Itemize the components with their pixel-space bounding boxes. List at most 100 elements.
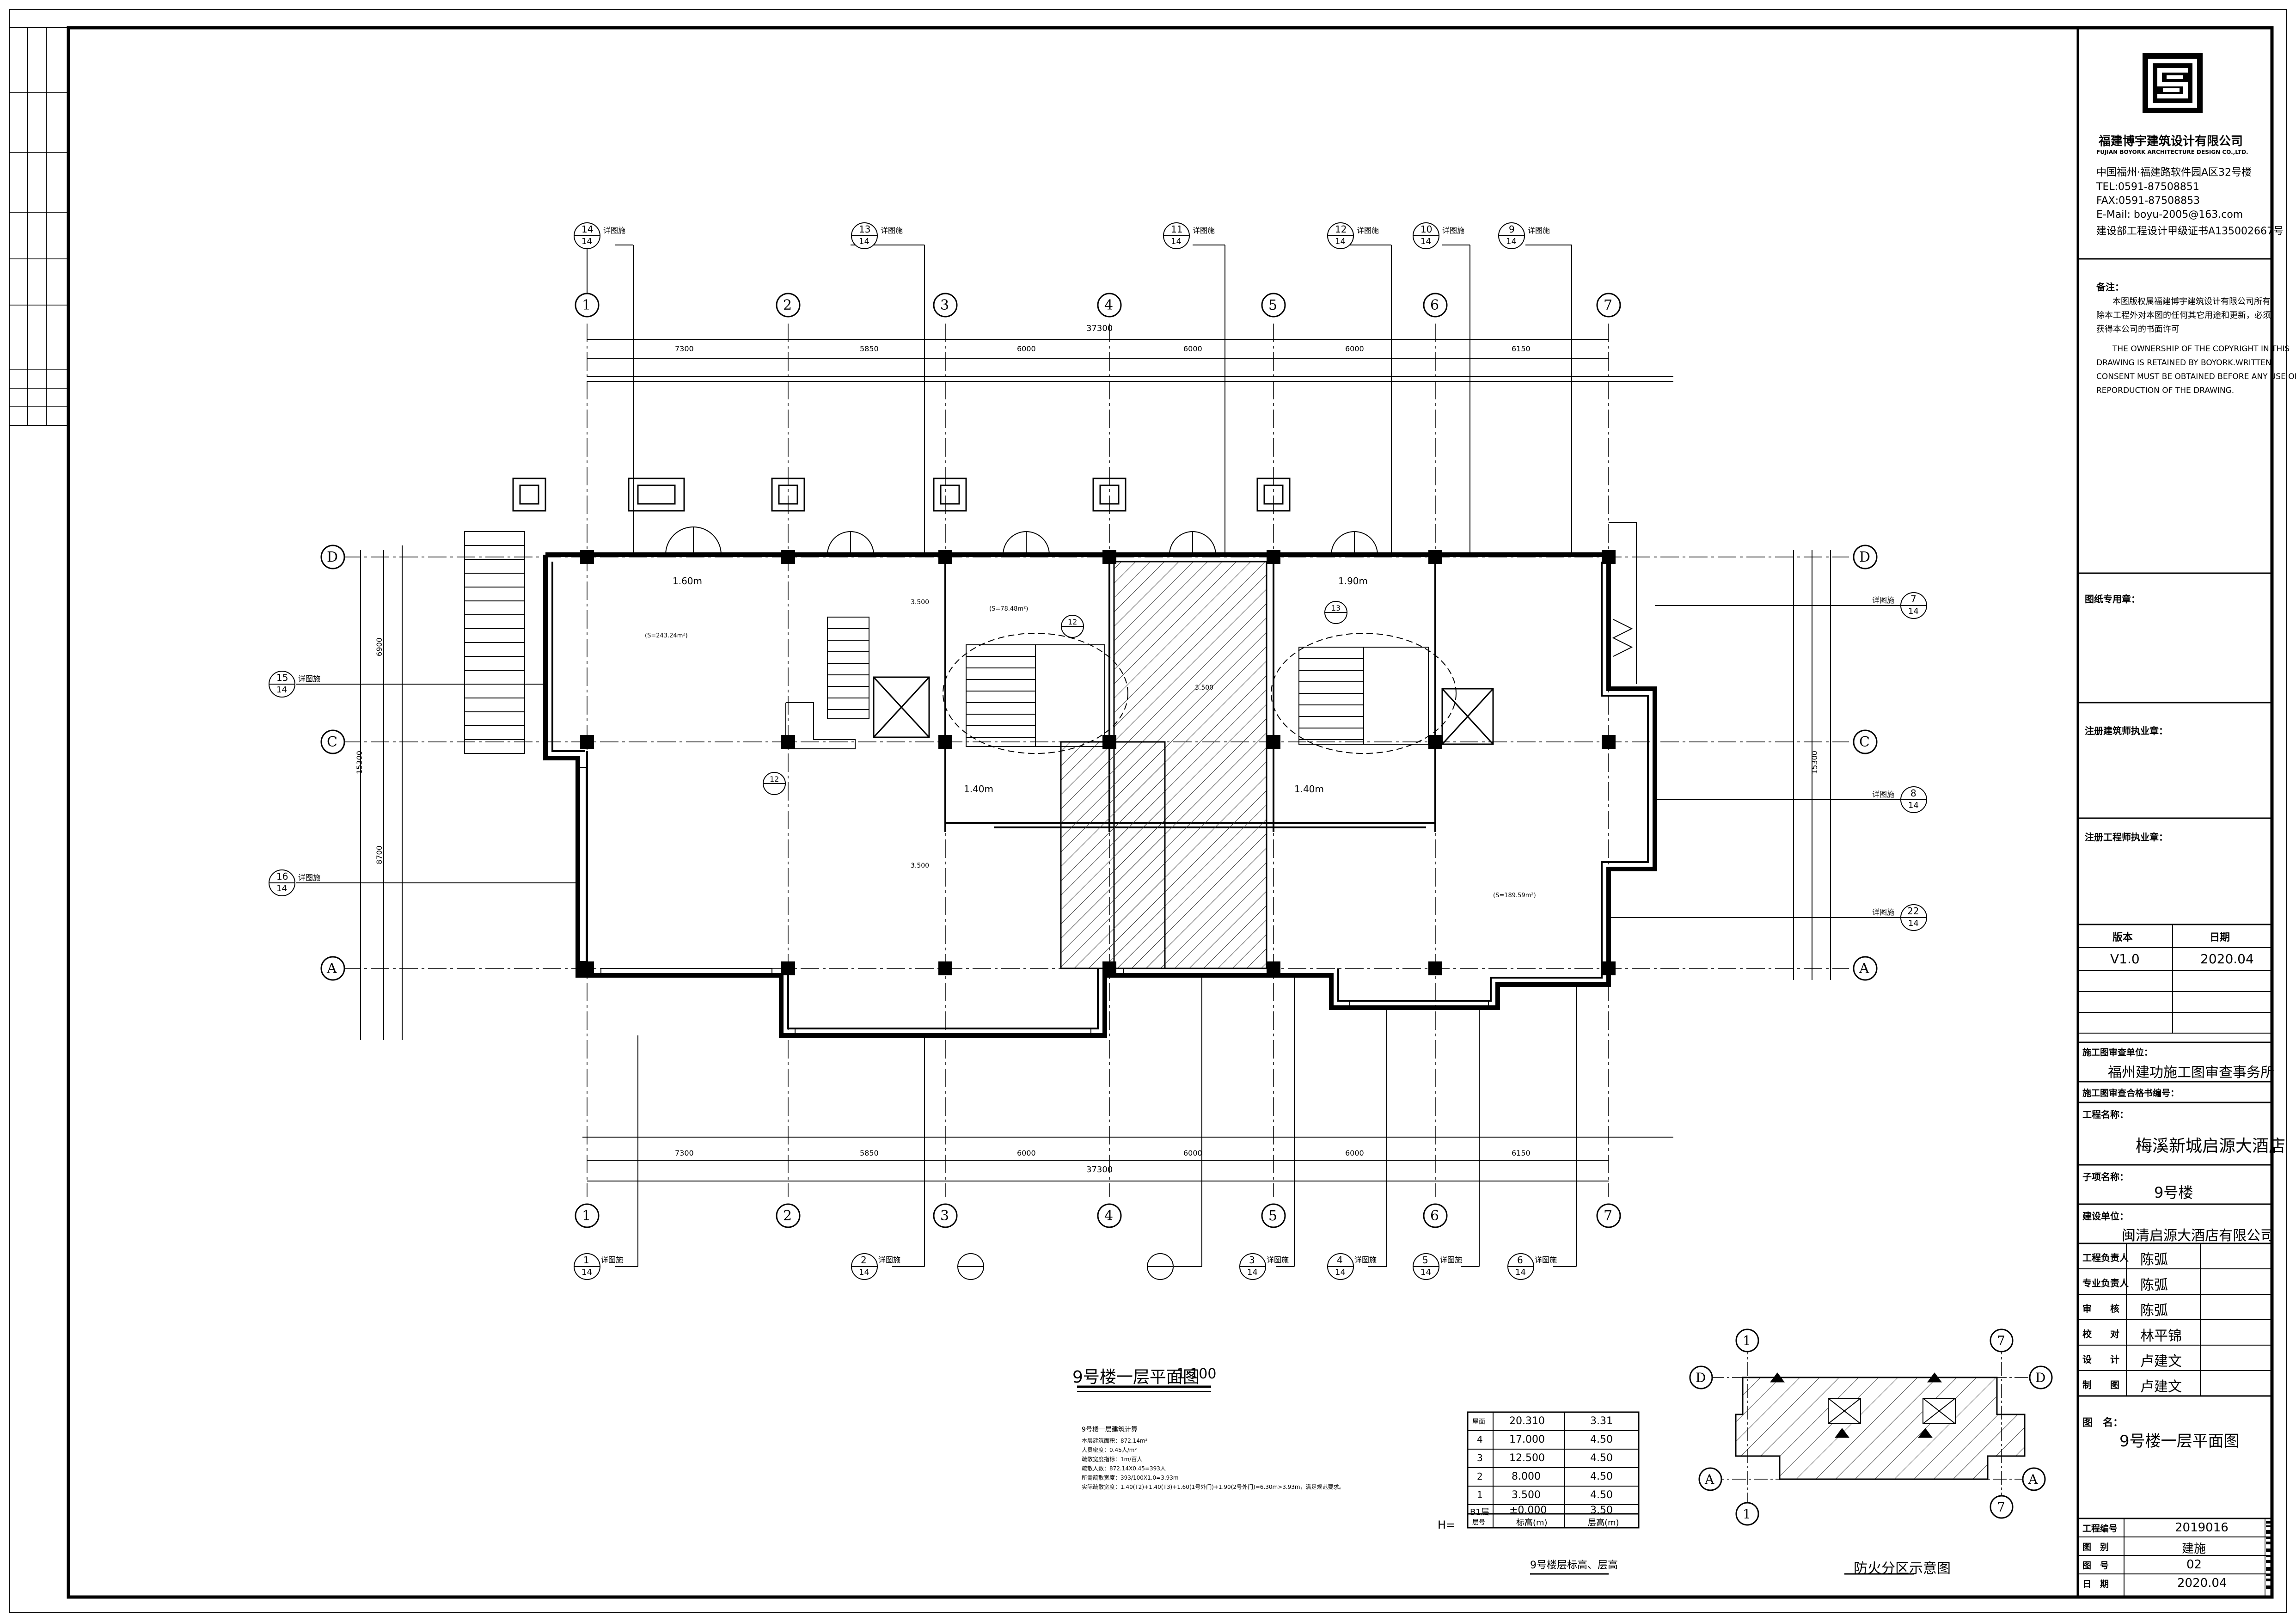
client-label: 建设单位： [2082, 1211, 2129, 1222]
left-ref-label-2: 详图施 [298, 873, 321, 882]
windows [577, 767, 1489, 1037]
bay-dim-2: 5850 [860, 344, 879, 353]
fz-col-1-top: 1 [1743, 1333, 1751, 1348]
stair-west [785, 617, 869, 749]
notes-cn-3: 获得本公司的书面许可 [2096, 324, 2180, 334]
floor-col-header: 层号 [1472, 1519, 1485, 1526]
top-ref-label-1: 详图施 [603, 226, 626, 235]
discipline-label: 图 别 [2082, 1542, 2109, 1552]
top-ref-sheet-4: 14 [1335, 237, 1346, 246]
fz-col-1-bottom: 1 [1743, 1506, 1751, 1522]
bottom-ref-5: 5 [1422, 1255, 1428, 1266]
elevation-4: 1.40m [1294, 783, 1324, 795]
axis-col-2-bottom: 2 [783, 1208, 792, 1224]
notes-en-1: THE OWNERSHIP OF THE COPYRIGHT IN THIS [2112, 344, 2290, 354]
notes-block-line-2: 人员密度：0.45人/m² [1082, 1447, 1137, 1453]
bottom-ref-sheet-3: 14 [1247, 1267, 1258, 1277]
fz-row-d-right: D [2035, 1370, 2046, 1385]
role-name-5: 卢建文 [2140, 1353, 2182, 1370]
total-dim-bottom: 37300 [1086, 1165, 1113, 1175]
top-ref-sheet-6: 14 [1506, 237, 1517, 246]
right-ref-sheet-1: 14 [1908, 606, 1919, 616]
bottom-ref-sheet-4: 14 [1335, 1267, 1346, 1277]
overall-depth-left: 15300 [355, 751, 364, 774]
fz-col-7-bottom: 7 [1997, 1500, 2005, 1515]
callout-leaders [296, 245, 1909, 1267]
company-name: 福建博宇建筑设计有限公司 [2099, 135, 2243, 148]
company-tel: TEL:0591-87508851 [2096, 181, 2199, 193]
bay-dim-6b: 6150 [1512, 1149, 1531, 1157]
client: 闽清启源大酒店有限公司 [2122, 1228, 2274, 1244]
index-12-lower: 12 [770, 775, 779, 783]
project-no-label: 工程编号 [2082, 1524, 2118, 1534]
role-label-1: 工程负责人 [2082, 1252, 2129, 1263]
notes-cn-1: 本图版权属福建博宇建筑设计有限公司所有， [2112, 297, 2279, 306]
role-label-6: 制 图 [2082, 1379, 2119, 1390]
fz-row-a-left: A [1705, 1472, 1714, 1487]
stair-right [1271, 633, 1457, 754]
version-date: 2020.04 [2200, 951, 2254, 967]
role-name-1: 陈弧 [2140, 1252, 2168, 1268]
role-label-4: 校 对 [2082, 1328, 2119, 1340]
floor-row-3-floor: 3 [1477, 1452, 1483, 1463]
elevator-left [873, 676, 930, 738]
review-unit-label: 施工图审查单位： [2082, 1047, 2153, 1058]
notes-block-line-6: 实际疏散宽度：1.40(T2)+1.40(T3)+1.60(1号外门)+1.90… [1082, 1484, 1345, 1490]
bottom-ref-6: 6 [1517, 1255, 1523, 1266]
floor-row-5-floor: 1 [1477, 1489, 1483, 1500]
notes-block-line-4: 疏散人数：872.14X0.45=393人 [1082, 1465, 1166, 1472]
plan-title-rule [1077, 1385, 1211, 1392]
room-elev-1: 3.500 [911, 599, 930, 606]
axis-row-a: A [327, 961, 337, 977]
right-ref-label-1: 详图施 [1872, 596, 1895, 605]
piers [512, 477, 1291, 512]
notes-block-line-5: 所需疏散宽度：393/100X1.0=3.93m [1082, 1475, 1179, 1481]
company-email: E-Mail: boyu-2005@163.com [2096, 209, 2243, 220]
axis-bubbles [320, 293, 1878, 1228]
columns [580, 550, 1616, 975]
floor-row-4-elev: 8.000 [1512, 1471, 1541, 1482]
floor-row-6-height: 3.50 [1590, 1505, 1613, 1516]
notes-block-title: 9号楼一层建筑计算 [1082, 1426, 1138, 1433]
role-name-6: 卢建文 [2140, 1379, 2182, 1395]
axis-col-3-bottom: 3 [940, 1208, 949, 1224]
project-label: 工程名称： [2082, 1109, 2129, 1120]
floor-row-4-height: 4.50 [1590, 1471, 1613, 1482]
top-ref-sheet-2: 14 [859, 237, 869, 246]
axis-col-6: 6 [1430, 297, 1439, 313]
discipline: 建施 [2182, 1542, 2206, 1556]
bottom-ref-2: 2 [861, 1255, 867, 1266]
floor-row-1-height: 3.31 [1590, 1415, 1613, 1427]
role-name-3: 陈弧 [2140, 1303, 2168, 1319]
room-area-3: (S=189.59m²) [1493, 892, 1536, 899]
top-ref-sheet-1: 14 [582, 237, 592, 246]
top-ref-1: 14 [582, 224, 594, 235]
floor-row-3-height: 4.50 [1590, 1452, 1613, 1464]
axis-col-4: 4 [1104, 297, 1114, 313]
room-area-2: (S=78.48m²) [989, 606, 1029, 612]
bottom-ref-1: 1 [583, 1255, 589, 1266]
axis-col-4-bottom: 4 [1104, 1208, 1114, 1224]
notes-en-4: REPORDUCTION OF THE DRAWING. [2096, 386, 2235, 395]
height-col-header: 层高(m) [1588, 1518, 1619, 1528]
axis-row-d: D [327, 549, 338, 565]
top-ref-label-6: 详图施 [1528, 226, 1550, 235]
bottom-ref-label-6: 详图施 [1535, 1255, 1557, 1264]
floor-row-4-floor: 2 [1477, 1471, 1483, 1482]
sheet-no: 02 [2186, 1558, 2202, 1572]
fire-zone-diagram [1689, 1328, 2053, 1575]
left-dimensions [360, 545, 403, 1040]
total-dim-top: 37300 [1086, 324, 1113, 333]
axis-col-5-bottom: 5 [1268, 1208, 1278, 1224]
elevation-1: 1.60m [673, 575, 703, 587]
floor-table-frame [1467, 1411, 1640, 1575]
drawing-frame [67, 26, 2274, 1599]
version-value: V1.0 [2110, 951, 2140, 967]
floor-table-title: 9号楼层标高、层高 [1530, 1560, 1618, 1571]
title-block-frame [2076, 28, 2272, 1597]
axis-row-a-right: A [1859, 961, 1869, 977]
elev-col-header: 标高(m) [1516, 1518, 1548, 1528]
row-dim-1: 6900 [374, 637, 384, 656]
top-ref-3: 11 [1171, 224, 1183, 235]
role-label-2: 专业负责人 [2082, 1278, 2129, 1289]
